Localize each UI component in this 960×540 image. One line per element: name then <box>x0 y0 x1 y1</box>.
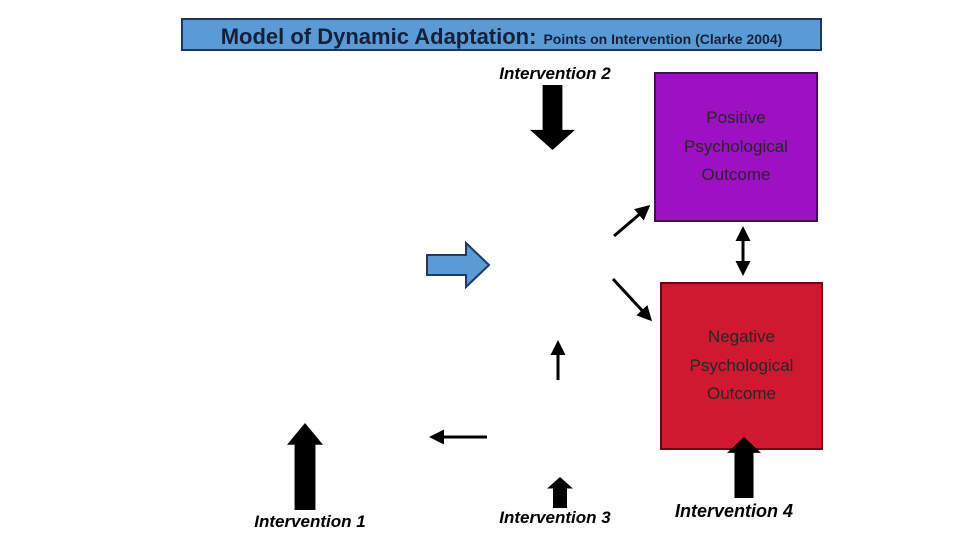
label-intervention-2: Intervention 2 <box>499 64 611 83</box>
positive-outcome-box: Positive Psychological Outcome <box>654 72 818 222</box>
blue-right-arrow-icon <box>426 240 491 290</box>
title-bar: Model of Dynamic Adaptation: Points on I… <box>181 18 822 51</box>
positive-outcome-label: Positive Psychological Outcome <box>684 107 788 185</box>
label-intervention-4: Intervention 4 <box>674 501 794 521</box>
intervention-1-up-arrow-icon <box>287 423 323 510</box>
slide-subtitle: Points on Intervention (Clarke 2004) <box>543 31 783 47</box>
label-intervention-3: Intervention 3 <box>499 508 611 527</box>
arrow-into-negative-box-icon <box>611 277 653 322</box>
intervention-3-up-arrow-icon <box>547 477 573 508</box>
negative-outcome-label: Negative Psychological Outcome <box>689 326 794 404</box>
arrow-into-positive-box-icon <box>613 205 651 238</box>
intervention-2-down-arrow-icon <box>530 85 575 150</box>
slide-title: Model of Dynamic Adaptation: <box>220 24 537 49</box>
negative-outcome-box: Negative Psychological Outcome <box>660 282 823 450</box>
label-intervention-1: Intervention 1 <box>254 512 366 531</box>
